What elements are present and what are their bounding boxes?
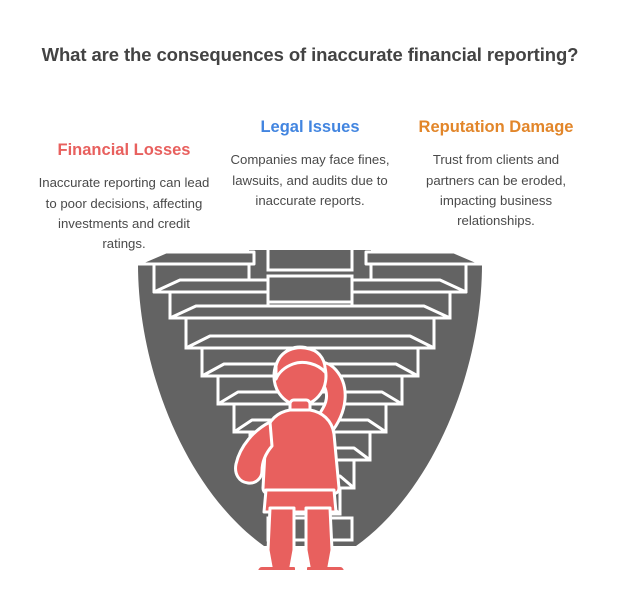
person-akimbo-arm xyxy=(234,420,274,485)
step-central-column xyxy=(266,250,354,304)
column-heading-legal-issues: Legal Issues xyxy=(260,118,360,136)
person-left-leg xyxy=(266,506,296,570)
person-figure xyxy=(234,345,347,570)
staircase-pit-illustration xyxy=(118,250,502,570)
person-right-leg xyxy=(304,506,334,570)
person-hair xyxy=(274,346,327,381)
column-body-financial-losses: Inaccurate reporting can lead to poor de… xyxy=(38,175,210,252)
person-left-shoe xyxy=(258,567,295,570)
column-financial-losses: Financial Losses Inaccurate reporting ca… xyxy=(31,108,217,255)
column-reputation-damage: Reputation Damage Trust from clients and… xyxy=(403,108,589,232)
person-torso xyxy=(261,408,341,496)
person-right-shoe xyxy=(307,567,344,570)
column-body-legal-issues: Companies may face fines, lawsuits, and … xyxy=(230,152,390,209)
column-legal-issues: Legal Issues Companies may face fines, l… xyxy=(217,108,403,211)
column-heading-reputation-damage: Reputation Damage xyxy=(418,118,574,136)
staircase-pit-svg xyxy=(136,250,484,570)
column-body-reputation-damage: Trust from clients and partners can be e… xyxy=(425,152,567,229)
consequences-columns: Financial Losses Inaccurate reporting ca… xyxy=(0,108,620,255)
step-tier-3 xyxy=(168,304,452,350)
page-title: What are the consequences of inaccurate … xyxy=(41,44,579,65)
column-heading-financial-losses: Financial Losses xyxy=(57,141,191,159)
